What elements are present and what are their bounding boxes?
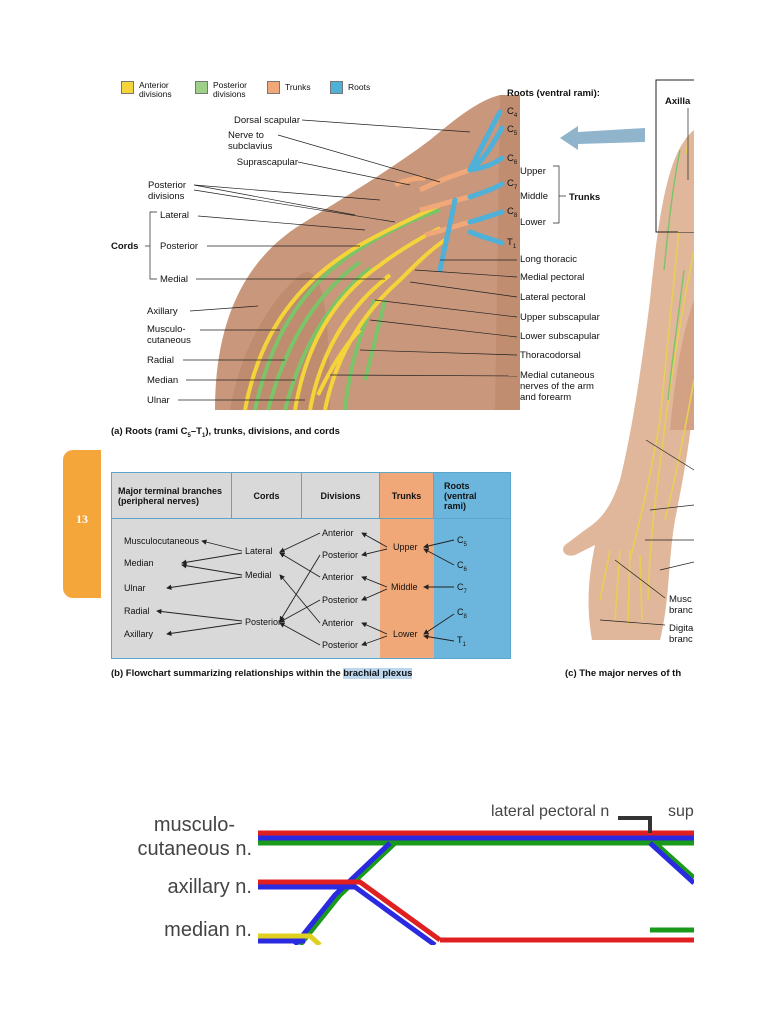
label-branc-2: branc <box>669 634 693 645</box>
branch-median: Median <box>124 558 154 568</box>
lower-label-lateral-pectoral: lateral pectoral n <box>491 803 610 820</box>
caption-b: (b) Flowchart summarizing relationships … <box>111 668 413 679</box>
label-musc: Musc <box>669 594 692 605</box>
label-radial: Radial <box>147 355 174 366</box>
legend-swatch-anterior <box>121 81 134 94</box>
label-cord-medial: Medial <box>160 274 188 285</box>
root-c4: C4 <box>507 106 518 119</box>
branch-ulnar: Ulnar <box>124 583 146 593</box>
label-cord-lateral: Lateral <box>160 210 190 221</box>
branch-musculocutaneous: Musculocutaneous <box>124 536 200 546</box>
header-trunks: Trunks <box>380 473 434 519</box>
root-c5: C5 <box>507 124 518 137</box>
flowchart-arrows <box>156 532 455 647</box>
flow-root-c6: C6 <box>457 560 467 573</box>
lower-label-axillary: axillary n. <box>167 876 252 898</box>
label-axillary: Axillary <box>147 306 178 317</box>
cord-posterior: Posterior <box>245 617 282 627</box>
flow-root-c8: C8 <box>457 607 467 620</box>
division-anterior-1: Anterior <box>322 528 354 538</box>
label-digita: Digita <box>669 623 694 634</box>
label-posterior-divisions: Posterior divisions <box>148 180 187 202</box>
cord-lateral: Lateral <box>245 546 273 556</box>
flow-root-t1: T1 <box>457 635 466 648</box>
header-cords: Cords <box>232 473 302 519</box>
trunk-middle: Middle <box>520 191 548 202</box>
caption-b-prefix: (b) Flowchart summarizing relationships … <box>111 668 341 679</box>
header-divisions: Divisions <box>302 473 380 519</box>
caption-b-highlight: brachial plexus <box>343 668 413 679</box>
label-lateral-pectoral: Lateral pectoral <box>520 292 586 303</box>
label-thoracodorsal: Thoracodorsal <box>520 350 581 361</box>
label-dorsal-scapular: Dorsal scapular <box>234 115 300 126</box>
root-c8: C8 <box>507 206 518 219</box>
root-t1: T1 <box>507 237 517 250</box>
chapter-number: 13 <box>76 512 88 526</box>
branch-axillary: Axillary <box>124 629 154 639</box>
root-c6: C6 <box>507 153 518 166</box>
label-musculocutaneous: Musculo-cutaneous <box>147 324 191 346</box>
legend-swatch-roots <box>330 81 343 94</box>
header-roots: Roots (ventral rami) <box>434 473 510 519</box>
lower-label-cutaneous: cutaneous n. <box>137 838 252 860</box>
branch-radial: Radial <box>124 606 150 616</box>
label-nerve-to-subclavius: Nerve to subclavius <box>228 130 273 152</box>
division-posterior-3: Posterior <box>322 640 359 650</box>
label-medial-pectoral: Medial pectoral <box>520 272 585 283</box>
legend-swatch-posterior <box>195 81 208 94</box>
label-cords: Cords <box>111 241 139 252</box>
inset-label-axilla: Axilla <box>665 96 691 107</box>
label-upper-subscapular: Upper subscapular <box>520 312 600 323</box>
flow-trunk-lower: Lower <box>393 629 418 639</box>
label-median: Median <box>147 375 179 386</box>
lower-label-sup: sup <box>668 803 694 820</box>
label-ulnar: Ulnar <box>147 395 170 406</box>
label-suprascapular: Suprascapular <box>236 157 298 168</box>
legend-anterior: Anterior divisions <box>139 80 172 99</box>
cord-medial: Medial <box>245 570 272 580</box>
lower-label-musculo: musculo- <box>153 814 235 836</box>
label-medial-cutaneous: Medial cutaneous nerves of the arm and f… <box>520 370 595 403</box>
division-anterior-2: Anterior <box>322 572 354 582</box>
lower-label-median: median n. <box>164 919 252 941</box>
legend-swatch-trunks <box>267 81 280 94</box>
caption-a: (a) Roots (rami C5–T1), trunks, division… <box>111 426 340 439</box>
division-posterior-2: Posterior <box>322 595 359 605</box>
division-posterior-1: Posterior <box>322 550 359 560</box>
division-anterior-3: Anterior <box>322 618 354 628</box>
label-lower-subscapular: Lower subscapular <box>520 331 600 342</box>
flow-root-c5: C5 <box>457 535 467 548</box>
legend-trunks: Trunks <box>285 82 311 92</box>
flow-trunk-middle: Middle <box>391 582 418 592</box>
legend-roots: Roots <box>348 82 371 92</box>
chapter-tab: 13 <box>63 450 101 598</box>
root-c7: C7 <box>507 178 518 191</box>
roots-heading: Roots (ventral rami): <box>507 88 600 99</box>
label-trunks: Trunks <box>569 192 601 203</box>
flow-root-c7: C7 <box>457 582 467 595</box>
flowchart-b: Major terminal branches (peripheral nerv… <box>111 472 511 659</box>
flow-trunk-upper: Upper <box>393 542 418 552</box>
trunk-lower: Lower <box>520 217 546 228</box>
legend-posterior: Posterior divisions <box>213 80 248 99</box>
caption-c: (c) The major nerves of th <box>565 668 682 679</box>
label-branc-1: branc <box>669 605 693 616</box>
header-branches: Major terminal branches (peripheral nerv… <box>112 473 232 519</box>
label-cord-posterior: Posterior <box>160 241 199 252</box>
trunk-upper: Upper <box>520 166 546 177</box>
label-long-thoracic: Long thoracic <box>520 254 578 265</box>
